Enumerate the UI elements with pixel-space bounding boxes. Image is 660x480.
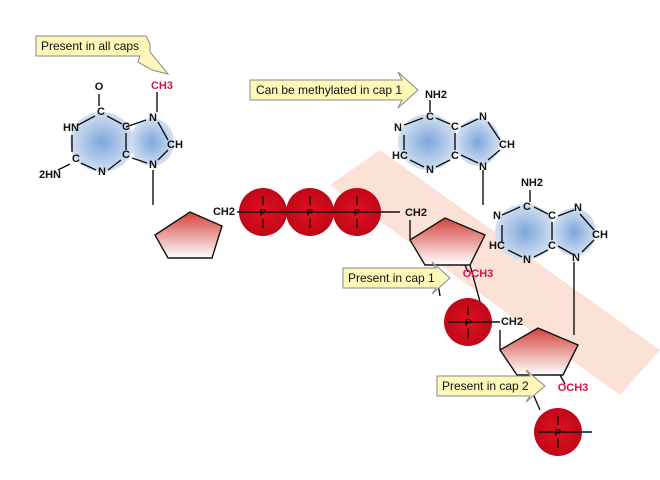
2-o-methyl-group: OCH3 [558, 382, 589, 394]
atom: C [122, 149, 130, 161]
atom: C [548, 210, 556, 222]
atom: HC [392, 150, 408, 162]
atom: HN [63, 122, 79, 134]
atom: P [354, 208, 361, 219]
atom: N [572, 252, 580, 264]
label-text: Present in all caps [41, 39, 139, 53]
adenine-base-1: NH2 C N C N CH C N N HC [392, 89, 515, 205]
atom: CH2 [405, 207, 427, 219]
ribose-sugar [154, 211, 223, 259]
atom: C [122, 121, 130, 133]
atom: C [451, 121, 459, 133]
atom: CH2 [213, 206, 235, 218]
atom: P [465, 318, 472, 329]
atom: N [394, 122, 402, 134]
atom: C [548, 240, 556, 252]
atom: P [260, 208, 267, 219]
atom: N [479, 111, 487, 123]
cap-region-band [330, 150, 660, 395]
atom: N [149, 112, 157, 124]
atom: CH [592, 229, 608, 241]
atom: C [523, 201, 531, 213]
label-can-be-methylated-cap1: Can be methylated in cap 1 [249, 71, 419, 109]
7-methylguanosine-base: CH3 O C HN C N CH C N N C 2HN [39, 80, 183, 205]
atom: CH [499, 139, 515, 151]
atom: CH2 [501, 316, 523, 328]
atom: C [97, 106, 105, 118]
2-o-methyl-group: OCH3 [463, 268, 494, 280]
atom: 2HN [39, 169, 61, 181]
label-text: Present in cap 1 [348, 271, 435, 285]
atom: N [98, 166, 106, 178]
label-present-in-cap2: Present in cap 2 [436, 369, 546, 403]
atom: C [426, 111, 434, 123]
ribose-sugar-2 [409, 217, 486, 266]
atom: CH [167, 139, 183, 151]
atom: N [574, 202, 582, 214]
label-text: Present in cap 2 [442, 379, 529, 393]
label-present-in-cap1: Present in cap 1 [342, 261, 451, 295]
atom: NH2 [425, 89, 447, 101]
atom: P [307, 208, 314, 219]
atom: N [493, 210, 501, 222]
label-present-in-all-caps: Present in all caps [35, 35, 170, 75]
atom: N [479, 161, 487, 173]
atom: HC [489, 240, 505, 252]
adenine-base-2: NH2 C N C N CH C N N HC [489, 177, 608, 335]
atom: O [95, 81, 104, 93]
atom: N [149, 159, 157, 171]
atom: N [426, 164, 434, 176]
atom: C [451, 150, 459, 162]
triphosphate-bridge: P P P [237, 188, 400, 236]
ribose-sugar-3 [498, 327, 579, 376]
methyl-group: CH3 [151, 80, 173, 92]
atom: P [555, 428, 562, 439]
atom: N [523, 254, 531, 266]
atom: C [72, 153, 80, 165]
atom: NH2 [521, 177, 543, 189]
label-text: Can be methylated in cap 1 [256, 83, 402, 97]
